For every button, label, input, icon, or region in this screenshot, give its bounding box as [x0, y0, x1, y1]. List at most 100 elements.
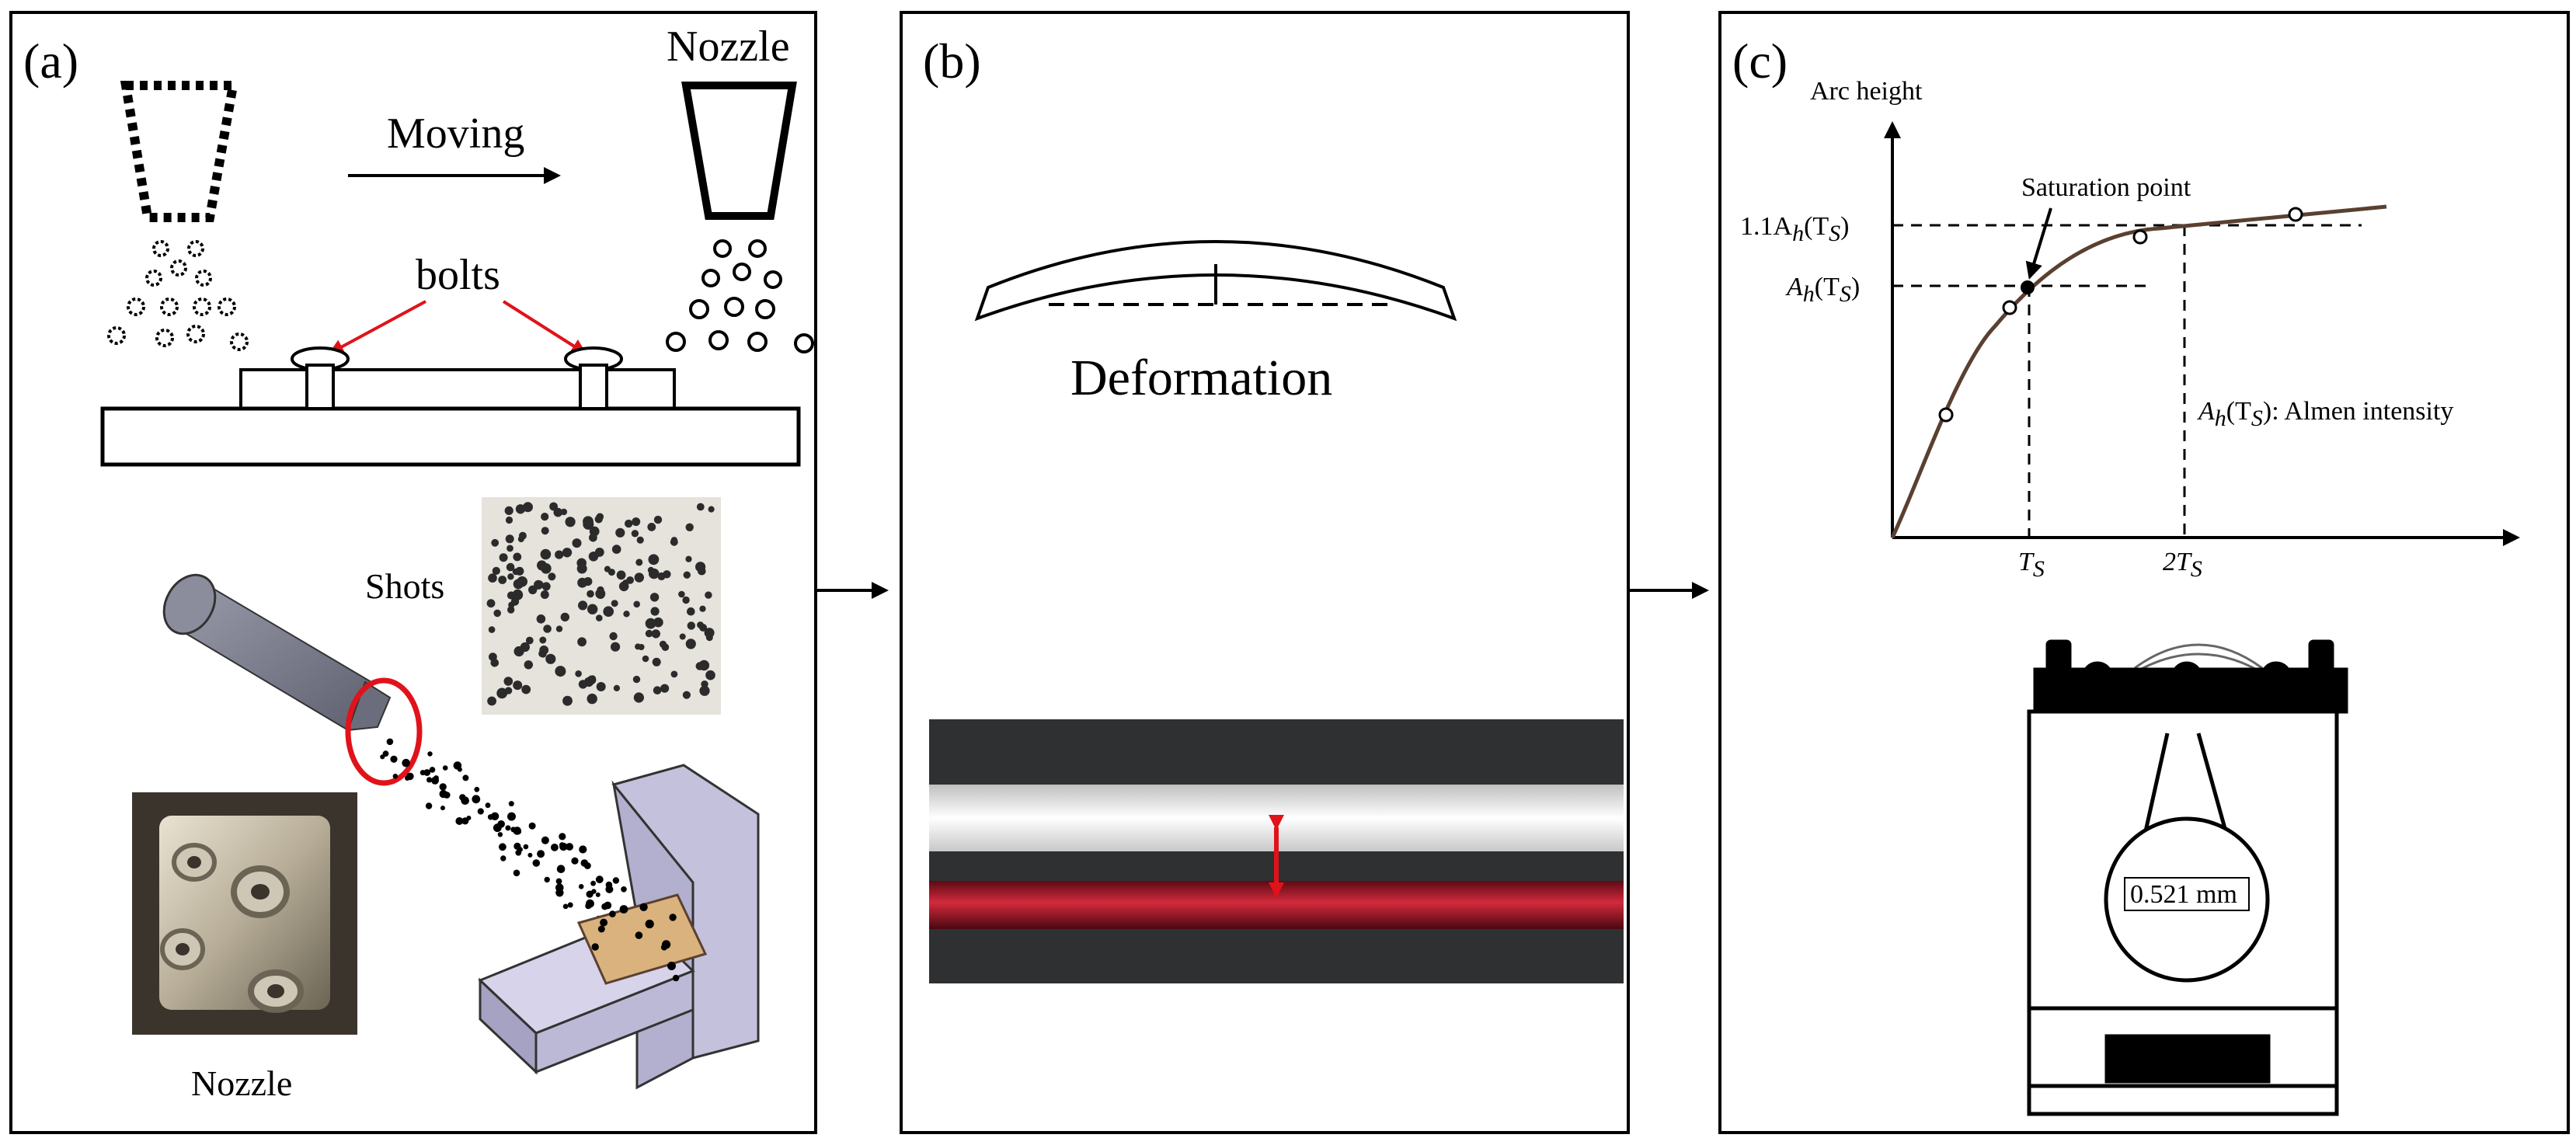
spray-shot [556, 865, 566, 873]
shot-ball [625, 519, 633, 528]
shot-ball [490, 659, 500, 667]
spray-shot [528, 822, 536, 830]
spray-shot [579, 845, 587, 854]
bolt-left [291, 346, 350, 410]
nozzle-3d [162, 573, 392, 732]
shot-ball [492, 566, 500, 576]
spray-shot [433, 775, 439, 781]
spray-shot [517, 847, 523, 852]
xtick-2ts: 2TS [2163, 548, 2202, 582]
shot-ball [513, 680, 523, 691]
spray-shot [571, 857, 579, 865]
shot-ball [695, 562, 706, 572]
spray-shot [474, 786, 480, 792]
shot-ball [601, 903, 608, 910]
shot-ball [576, 563, 587, 574]
shot-ball [517, 576, 527, 587]
panel-a-label: (a) [23, 33, 78, 89]
shot-ball [523, 502, 533, 513]
shot-ball [515, 504, 526, 514]
shot-ball [611, 600, 618, 607]
shots-photo-balls [486, 502, 715, 706]
shot-ball [670, 538, 678, 546]
shot-ball [508, 601, 515, 608]
shot-ball [543, 625, 552, 633]
shot-ball [536, 614, 546, 624]
spray-shot [499, 843, 506, 851]
nozzle-bottom-label: Nozzle [191, 1063, 292, 1103]
shot-ball [652, 657, 661, 666]
dotted-shot-cloud [107, 240, 249, 351]
shot-ball [632, 675, 641, 684]
shot-ball [611, 642, 621, 652]
shot-ball [708, 506, 715, 513]
shot-ball [609, 632, 618, 641]
spray-shot [423, 769, 431, 776]
shot-ball [591, 943, 599, 951]
shot-ball [506, 591, 516, 600]
solid-shot-cloud [666, 239, 814, 353]
shot-ball [597, 925, 605, 933]
spray-shot [392, 774, 399, 779]
spray-shot [595, 892, 600, 897]
shot-ball [659, 640, 667, 649]
shot-ball [587, 693, 597, 705]
shot-ball [539, 636, 547, 644]
gauge-readout-box [2124, 877, 2250, 911]
shot-ball [678, 590, 685, 598]
shot-ball [663, 570, 671, 579]
shot-ball [513, 646, 524, 657]
shot-ball [583, 516, 594, 527]
almen-fixture [478, 764, 760, 1090]
impact-dots [591, 903, 680, 982]
data-points [1938, 207, 2303, 423]
shot-ball [518, 531, 527, 540]
shot-ball [653, 515, 663, 524]
spray-shot [586, 890, 594, 898]
shot-ball [683, 571, 691, 579]
shot-ball [603, 606, 614, 617]
spray-shot [442, 765, 448, 771]
panel-a: (a) Moving Nozzle bolts [9, 11, 817, 1134]
spray-shot [427, 751, 433, 757]
shot-ball [505, 534, 514, 544]
shot-ball [651, 629, 660, 639]
shots-label: Shots [365, 566, 444, 606]
spray-shot [586, 899, 594, 908]
shot-ball [499, 553, 508, 562]
shot-ball [541, 527, 549, 535]
shot-ball [507, 573, 514, 580]
spray-shot [532, 859, 541, 867]
shot-ball [705, 591, 712, 599]
shot-ball [488, 626, 496, 633]
shot-ball [672, 974, 680, 982]
nozzle-outline-dotted [120, 81, 239, 222]
spray-shot [455, 817, 464, 825]
shot-ball [645, 618, 656, 629]
panel-a-border [9, 11, 817, 1134]
shot-ball [577, 637, 587, 647]
shot-ball [575, 670, 582, 677]
nozzle-exit-highlight [345, 677, 423, 786]
shot-ball [524, 660, 533, 670]
shot-ball [682, 691, 691, 699]
spray-shot [386, 738, 394, 746]
moving-label: Moving [387, 110, 524, 158]
spray-shot [566, 843, 573, 851]
shot-ball [604, 566, 611, 572]
base-plate [100, 406, 801, 467]
shot-ball [705, 670, 715, 680]
deformation-label: Deformation [1070, 350, 1332, 406]
spray-shot [429, 767, 436, 773]
shot-ball [549, 502, 558, 511]
spray-shot [500, 855, 506, 861]
shot-ball [493, 609, 501, 618]
shot-ball [667, 962, 676, 970]
panel-b: (b) Deformation [900, 11, 1630, 1134]
spray-shot [461, 817, 469, 825]
shot-ball [697, 621, 704, 628]
shot-ball [596, 682, 606, 691]
nozzle-photo-metal [159, 816, 330, 1013]
spray-shot [591, 889, 597, 894]
shot-ball [555, 550, 564, 559]
